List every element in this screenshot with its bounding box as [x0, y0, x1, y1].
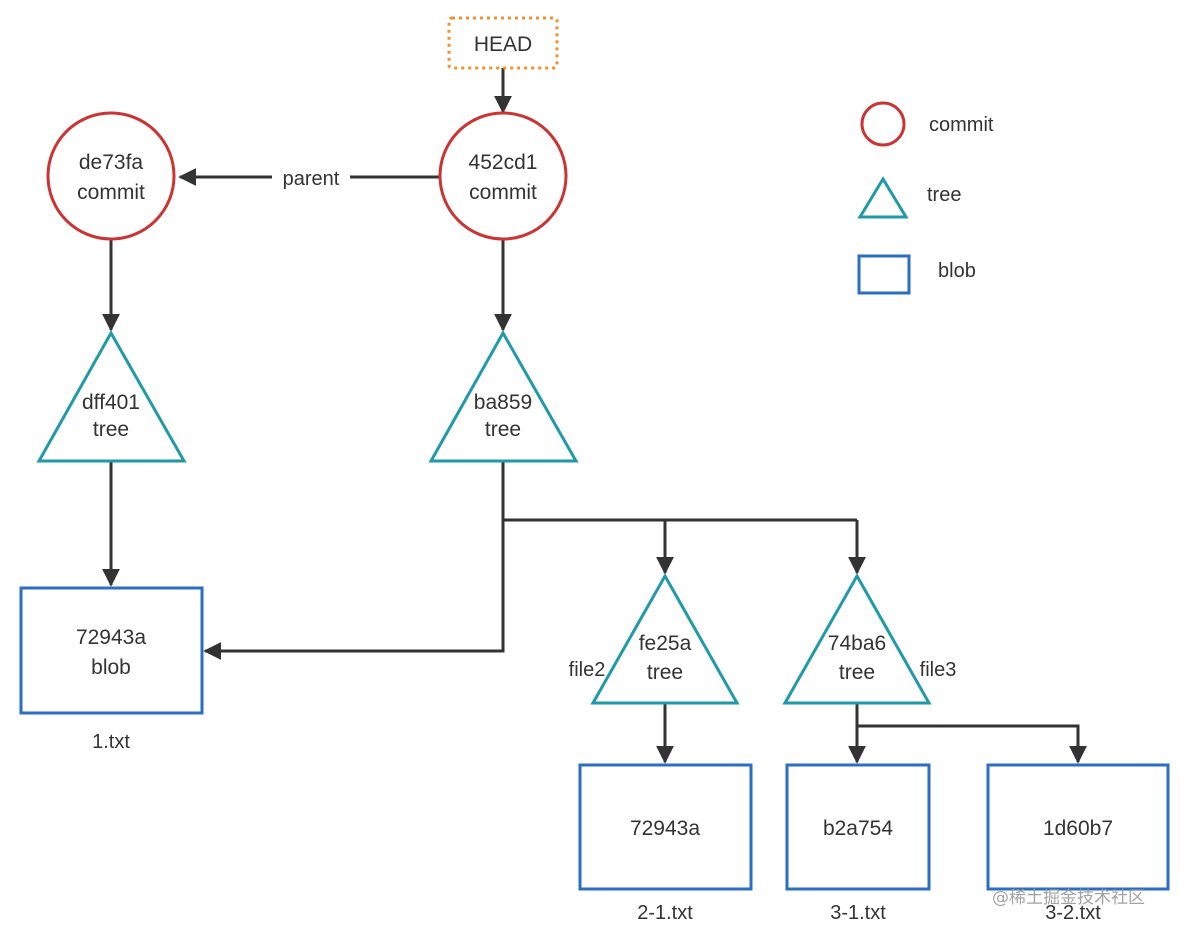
blob-box — [785, 763, 931, 891]
commit-circle — [46, 111, 176, 241]
watermark: @稀土掘金技术社区 — [992, 888, 1145, 908]
tree-name-label: file3 — [920, 659, 957, 681]
legend-commit-icon — [860, 101, 906, 147]
blob-hash: 72943a — [76, 626, 146, 649]
head-node: HEAD — [447, 16, 559, 70]
legend-tree-label: tree — [927, 184, 961, 206]
tree-node-dff401: dff401 tree — [36, 329, 187, 463]
legend: commit tree blob — [857, 101, 994, 295]
blob-hash: 72943a — [630, 817, 700, 840]
blob-hash: 1d60b7 — [1043, 817, 1113, 840]
tree-hash: ba859 — [474, 391, 532, 414]
tree-triangle — [590, 572, 740, 705]
blob-filename: 1.txt — [92, 731, 130, 753]
commit-circle — [438, 111, 568, 241]
blob-node-3-1txt: b2a754 3-1.txt — [785, 763, 931, 924]
blob-box — [578, 763, 753, 891]
blob-box — [986, 763, 1170, 891]
blob-hash: b2a754 — [823, 817, 893, 840]
tree-hash: dff401 — [82, 391, 140, 414]
tree-node-74ba6: 74ba6 tree file3 — [782, 572, 957, 705]
tree-type-label: tree — [839, 661, 875, 684]
blob-filename: 2-1.txt — [637, 902, 693, 924]
tree-node-ba859: ba859 tree — [428, 329, 579, 463]
commit-type-label: commit — [77, 181, 145, 204]
edges — [102, 68, 1087, 764]
blob-node-2-1txt: 72943a 2-1.txt — [578, 763, 753, 924]
tree-type-label: tree — [647, 661, 683, 684]
tree-type-label: tree — [485, 418, 521, 441]
legend-tree-icon — [857, 176, 909, 219]
tree-triangle — [428, 329, 579, 463]
edge-ba859-to-blob-1txt — [203, 462, 505, 660]
tree-triangle — [36, 329, 187, 463]
blob-filename: 3-1.txt — [830, 902, 886, 924]
tree-name-label: file2 — [569, 659, 606, 681]
tree-type-label: tree — [93, 418, 129, 441]
blob-box — [19, 586, 204, 715]
head-label: HEAD — [474, 33, 532, 56]
commit-node-de73fa: de73fa commit — [46, 111, 176, 241]
blob-node-3-2txt: 1d60b7 3-2.txt — [986, 763, 1170, 924]
blob-filename: 3-2.txt — [1045, 902, 1101, 924]
parent-edge-label: parent — [283, 168, 340, 190]
blob-type-label: blob — [91, 656, 131, 679]
tree-triangle — [782, 572, 932, 705]
commit-hash: 452cd1 — [469, 151, 538, 174]
commit-hash: de73fa — [79, 151, 144, 174]
legend-blob-label: blob — [938, 260, 976, 282]
tree-node-fe25a: fe25a tree file2 — [569, 572, 740, 705]
legend-commit-label: commit — [929, 114, 994, 136]
legend-blob-icon — [857, 254, 911, 295]
blob-node-1txt: 72943a blob 1.txt — [19, 586, 204, 753]
commit-type-label: commit — [469, 181, 537, 204]
commit-node-452cd1: 452cd1 commit — [438, 111, 568, 241]
edge-74ba6-to-1d60b7 — [857, 724, 1087, 764]
tree-hash: fe25a — [639, 632, 692, 655]
tree-hash: 74ba6 — [828, 632, 886, 655]
head-box — [447, 16, 559, 70]
